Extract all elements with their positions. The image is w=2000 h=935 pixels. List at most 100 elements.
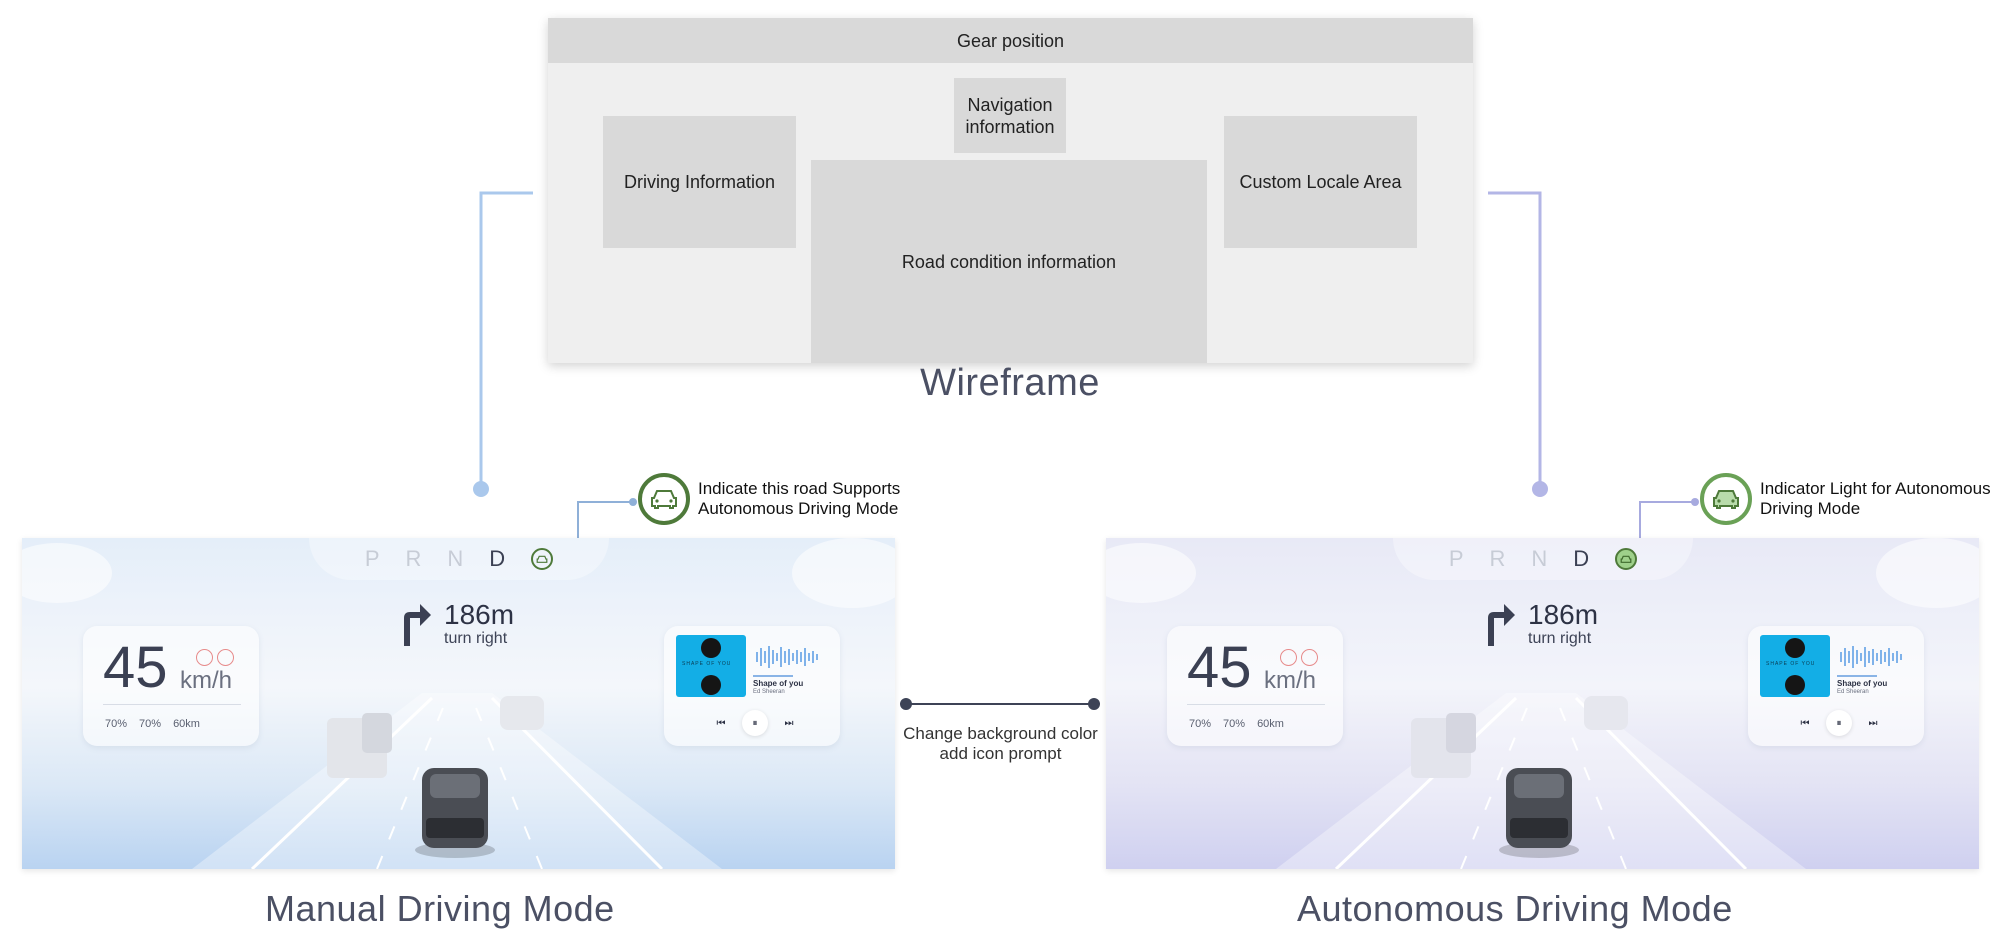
autonomous-mode-title: Autonomous Driving Mode bbox=[1297, 888, 1733, 929]
song-title: Shape of you bbox=[1837, 679, 1888, 688]
range-stat: 60km bbox=[173, 718, 200, 730]
wireframe-custom-label: Custom Locale Area bbox=[1239, 172, 1402, 192]
waveform-icon bbox=[1840, 646, 1902, 668]
divider bbox=[103, 704, 241, 705]
battery-stat: 70% bbox=[105, 718, 128, 730]
vehicle-stats: 70% 70% 60km bbox=[105, 718, 200, 730]
gear-n[interactable]: N bbox=[447, 546, 464, 571]
turn-right-arrow-icon bbox=[404, 604, 431, 646]
speed-value: 45 bbox=[1187, 635, 1252, 700]
nav-distance: 186m bbox=[444, 599, 515, 630]
ego-car-shape bbox=[1499, 768, 1579, 858]
cloud-decoration bbox=[1106, 543, 1196, 603]
ego-car-shape bbox=[415, 768, 495, 858]
truck-shape bbox=[327, 713, 392, 778]
manual-mode-title: Manual Driving Mode bbox=[265, 888, 615, 929]
next-icon[interactable]: ⏭ bbox=[1868, 717, 1878, 729]
gear-p[interactable]: P bbox=[364, 546, 380, 571]
warning-icon bbox=[1280, 649, 1297, 666]
warning-icon bbox=[1301, 649, 1318, 666]
turn-right-arrow-icon bbox=[1488, 604, 1515, 646]
speed-value: 45 bbox=[103, 635, 168, 700]
album-art: SHAPE OF YOU bbox=[1760, 635, 1830, 697]
playback-controls: ⏮ ⏸ ⏭ bbox=[714, 710, 796, 736]
album-text: SHAPE OF YOU bbox=[682, 661, 732, 667]
album-blob bbox=[701, 638, 721, 658]
wireframe-title: Wireframe bbox=[920, 362, 1100, 404]
road-graphic bbox=[1276, 693, 1806, 869]
wireframe-navigation: Navigation information bbox=[954, 78, 1066, 153]
connector-auto-dot bbox=[1532, 481, 1548, 497]
callout-manual: Indicate this road Supports Autonomous D… bbox=[638, 473, 938, 525]
road-graphic bbox=[192, 693, 722, 869]
connector-manual-dot bbox=[473, 481, 489, 497]
callout-auto-line bbox=[1639, 501, 1695, 545]
pause-button[interactable]: ⏸ bbox=[742, 710, 768, 736]
connector-auto bbox=[1488, 191, 1542, 489]
album-blob bbox=[1785, 675, 1805, 695]
gear-r[interactable]: R bbox=[1489, 546, 1506, 571]
waveform-icon bbox=[756, 646, 818, 668]
wireframe-road-label: Road condition information bbox=[901, 251, 1117, 272]
speed-unit: km/h bbox=[1264, 667, 1317, 694]
navigation-info: 186m turn right bbox=[398, 600, 514, 648]
battery-stat: 70% bbox=[1189, 718, 1212, 730]
autonomous-road-indicator-icon bbox=[531, 548, 554, 570]
vehicle-stats: 70% 70% 60km bbox=[1189, 718, 1284, 730]
callout-auto-text: Indicator Light for Autonomous Driving M… bbox=[1760, 479, 1991, 518]
gear-d[interactable]: D bbox=[489, 546, 506, 571]
speed-unit: km/h bbox=[180, 667, 233, 694]
warning-icon bbox=[217, 649, 234, 666]
playback-controls: ⏮ ⏸ ⏭ bbox=[1798, 710, 1880, 736]
connector-middle-left-dot bbox=[900, 698, 912, 710]
warning-icon bbox=[196, 649, 213, 666]
gear-p[interactable]: P bbox=[1448, 546, 1464, 571]
progress-bar[interactable] bbox=[1837, 675, 1877, 677]
pause-button[interactable]: ⏸ bbox=[1826, 710, 1852, 736]
nav-direction: turn right bbox=[1528, 630, 1592, 647]
callout-manual-dot bbox=[629, 498, 637, 506]
nav-distance: 186m bbox=[1528, 599, 1599, 630]
music-card: SHAPE OF YOU Shape of you Ed Sheeran ⏮ ⏸… bbox=[1748, 626, 1924, 746]
song-artist: Ed Sheeran bbox=[753, 689, 785, 695]
gear-d[interactable]: D bbox=[1573, 546, 1590, 571]
navigation-info: 186m turn right bbox=[1482, 600, 1598, 648]
wireframe-panel: Gear position Navigation information Dri… bbox=[548, 18, 1473, 363]
fuel-stat: 70% bbox=[139, 718, 162, 730]
manual-dashboard: P R N D 186m turn right 45 km/h 70% 70% … bbox=[22, 538, 895, 869]
truck-shape bbox=[1411, 713, 1476, 778]
album-blob bbox=[1785, 638, 1805, 658]
wireframe-road-condition: Road condition information bbox=[811, 160, 1207, 363]
next-icon[interactable]: ⏭ bbox=[784, 717, 794, 729]
callout-manual-line bbox=[577, 501, 633, 545]
song-title: Shape of you bbox=[753, 679, 804, 688]
callout-manual-text: Indicate this road Supports Autonomous D… bbox=[698, 479, 901, 518]
callout-auto: Indicator Light for Autonomous Driving M… bbox=[1700, 473, 2000, 525]
progress-bar[interactable] bbox=[753, 675, 793, 677]
change-background-label: Change background color add icon prompt bbox=[903, 724, 1098, 763]
far-car-shape bbox=[1584, 696, 1628, 730]
nav-direction: turn right bbox=[444, 630, 508, 647]
autonomous-dashboard: P R N D 186m turn right 45 km/h 70% 70% … bbox=[1106, 538, 1979, 869]
cloud-decoration bbox=[1876, 538, 1979, 608]
autonomous-indicator-icon bbox=[1700, 473, 1752, 525]
gear-selector: P R N D bbox=[1393, 538, 1693, 580]
wireframe-driving-info: Driving Information bbox=[603, 116, 796, 248]
previous-icon[interactable]: ⏮ bbox=[1800, 717, 1810, 729]
connector-manual bbox=[479, 191, 533, 489]
wireframe-gear-position: Gear position bbox=[548, 18, 1473, 63]
gear-r[interactable]: R bbox=[405, 546, 422, 571]
gear-selector: P R N D bbox=[309, 538, 609, 580]
gear-n[interactable]: N bbox=[1531, 546, 1548, 571]
wireframe-custom-area: Custom Locale Area bbox=[1224, 116, 1417, 248]
divider bbox=[1187, 704, 1325, 705]
album-art: SHAPE OF YOU bbox=[676, 635, 746, 697]
connector-middle-right-dot bbox=[1088, 698, 1100, 710]
previous-icon[interactable]: ⏮ bbox=[716, 717, 726, 729]
autonomous-indicator-light-icon bbox=[1615, 548, 1638, 570]
speed-card: 45 km/h 70% 70% 60km bbox=[83, 626, 259, 746]
wireframe-gear-label: Gear position bbox=[956, 30, 1065, 51]
album-blob bbox=[701, 675, 721, 695]
album-text: SHAPE OF YOU bbox=[1766, 661, 1816, 667]
